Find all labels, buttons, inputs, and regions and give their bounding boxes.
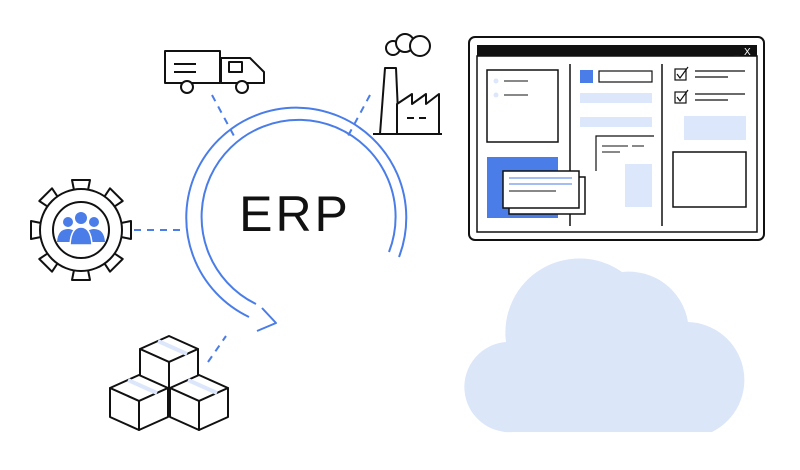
cycle-inner-arc xyxy=(200,118,397,305)
team-gear-icon xyxy=(30,179,132,281)
truck-icon xyxy=(164,50,265,94)
note-card xyxy=(595,135,654,171)
cloud-icon xyxy=(464,258,745,433)
cycle-arrow-head xyxy=(256,307,277,332)
bar-block xyxy=(580,93,652,103)
checklist xyxy=(674,66,745,104)
box-right xyxy=(169,374,229,431)
erp-label: ERP xyxy=(239,186,351,242)
bar-block xyxy=(684,116,746,140)
doc-card xyxy=(486,69,559,143)
window-content-frame xyxy=(476,55,758,233)
window-titlebar xyxy=(477,45,757,56)
empty-panel xyxy=(672,151,747,208)
people-group xyxy=(57,212,105,246)
text-field-box xyxy=(598,70,653,83)
box-left xyxy=(109,374,169,431)
connector-truck xyxy=(211,94,235,137)
erp-cycle: ERP xyxy=(185,106,408,332)
window-close-glyph: X xyxy=(744,47,751,58)
color-swatch xyxy=(580,70,593,83)
bar-block xyxy=(580,117,652,127)
checkbox xyxy=(674,91,687,104)
cycle-outer-arc xyxy=(185,106,408,318)
message-card xyxy=(502,170,586,215)
boxes-icon xyxy=(109,335,229,431)
dashboard-window-icon: _ X xyxy=(468,36,765,241)
checkbox xyxy=(674,68,687,81)
connectors xyxy=(134,94,371,363)
window-minimize-glyph: _ xyxy=(733,46,740,57)
factory-icon xyxy=(373,33,442,135)
connector-factory xyxy=(347,94,371,137)
tall-block xyxy=(625,164,652,207)
connector-boxes xyxy=(207,335,227,363)
